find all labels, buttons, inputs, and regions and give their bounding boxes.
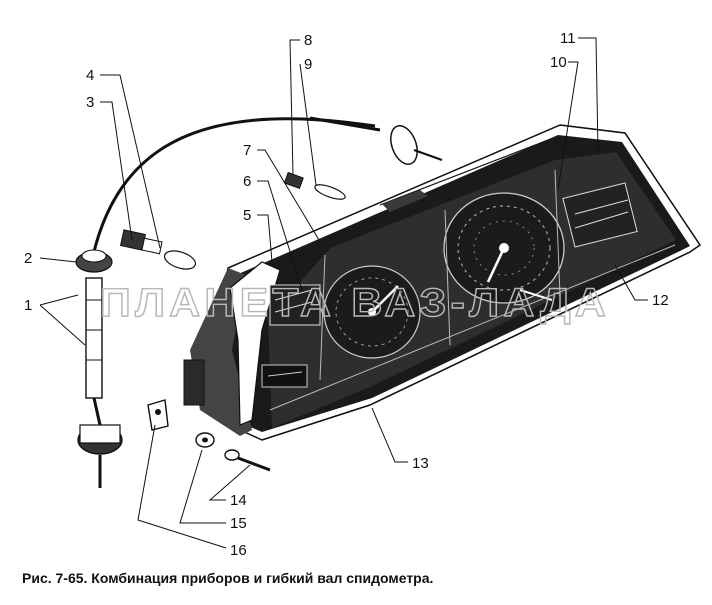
callout-3: 3 — [86, 94, 94, 111]
watermark: ПЛАНЕТА ВАЗ-ЛАДА — [100, 281, 610, 325]
callout-8: 8 — [304, 32, 312, 49]
speedometer-cable — [75, 116, 443, 488]
figure-caption: Рис. 7-65. Комбинация приборов и гибкий … — [22, 570, 434, 586]
lamp-socket — [119, 229, 163, 255]
callout-14: 14 — [230, 492, 247, 509]
leader-lines — [39, 37, 648, 549]
callout-2: 2 — [24, 250, 32, 267]
callout-16: 16 — [230, 542, 247, 559]
callout-5: 5 — [243, 207, 251, 224]
face-dividers — [269, 169, 676, 411]
gauge-right-panel — [562, 182, 638, 248]
gauge-left-panel — [261, 284, 321, 388]
callout-12: 12 — [652, 292, 669, 309]
callout-7: 7 — [243, 142, 251, 159]
lamp-bulb — [163, 250, 197, 270]
washer — [195, 432, 215, 448]
tachometer — [323, 265, 421, 359]
mounting-bracket — [147, 399, 169, 431]
callout-numbers: 1 2 3 4 5 6 7 8 9 10 11 12 13 14 15 16 — [24, 30, 669, 559]
callout-6: 6 — [243, 173, 251, 190]
top-mounting-tab — [382, 190, 428, 212]
callout-11: 11 — [560, 30, 576, 47]
upper-lamp-bulb — [314, 184, 346, 200]
speedometer — [443, 192, 565, 304]
callout-13: 13 — [412, 455, 429, 472]
callout-9: 9 — [304, 56, 312, 73]
callout-10: 10 — [550, 54, 567, 71]
callout-1: 1 — [24, 297, 32, 314]
side-connector — [183, 359, 205, 406]
mounting-screw — [224, 449, 271, 472]
upper-lamp-socket — [283, 171, 304, 190]
callout-15: 15 — [230, 515, 247, 532]
callout-4: 4 — [86, 67, 94, 84]
